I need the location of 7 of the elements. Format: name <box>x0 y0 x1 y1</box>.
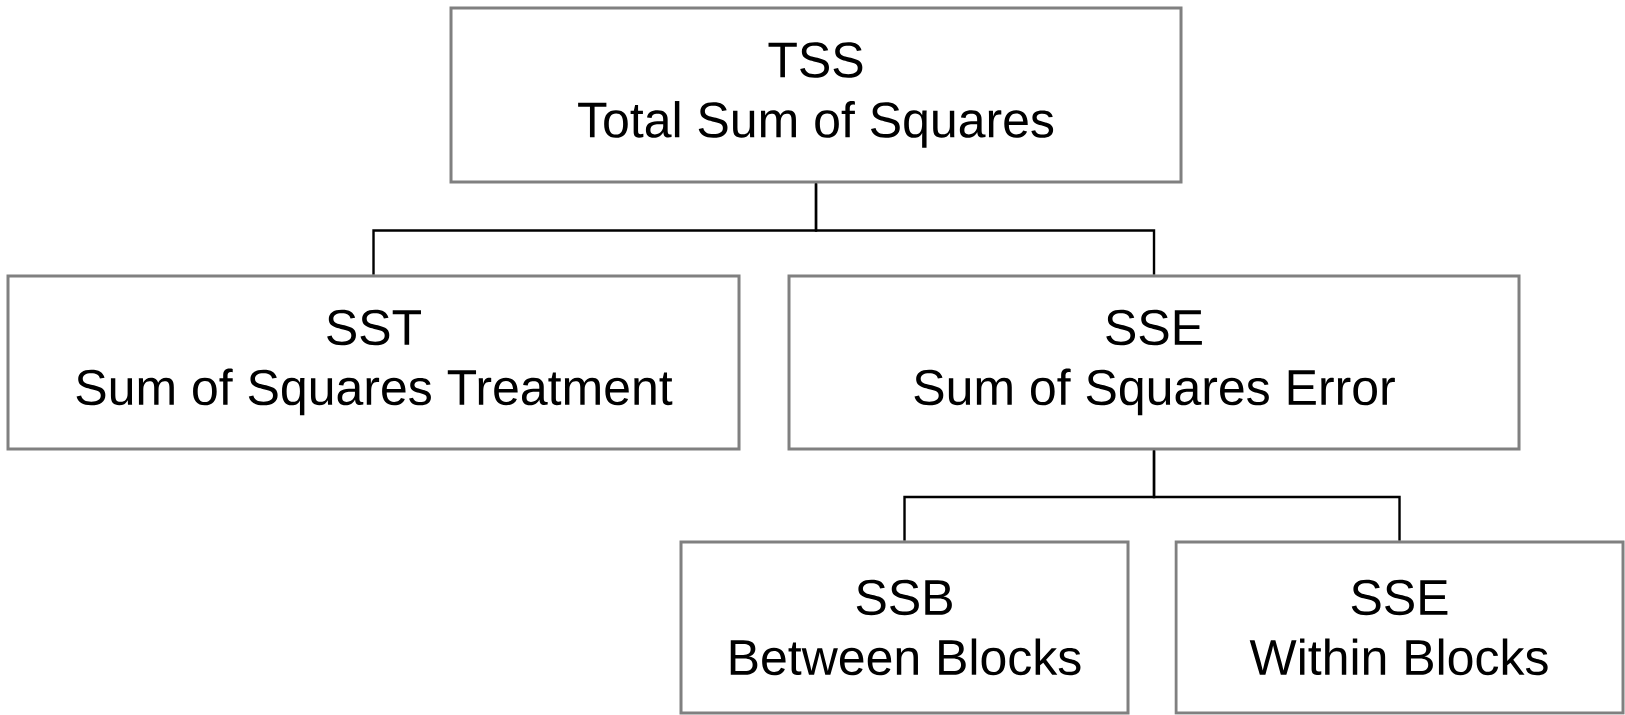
connector-line <box>814 183 1156 275</box>
process-box: SST Sum of Squares Treatment <box>6 274 741 451</box>
process-box: SSB Between Blocks <box>679 540 1130 715</box>
connector-line <box>1152 450 1401 541</box>
process-box: SSE Sum of Squares Error <box>787 274 1521 451</box>
process-box: TSS Total Sum of Squares <box>449 6 1183 184</box>
process-box: SSE Within Blocks <box>1174 540 1625 715</box>
